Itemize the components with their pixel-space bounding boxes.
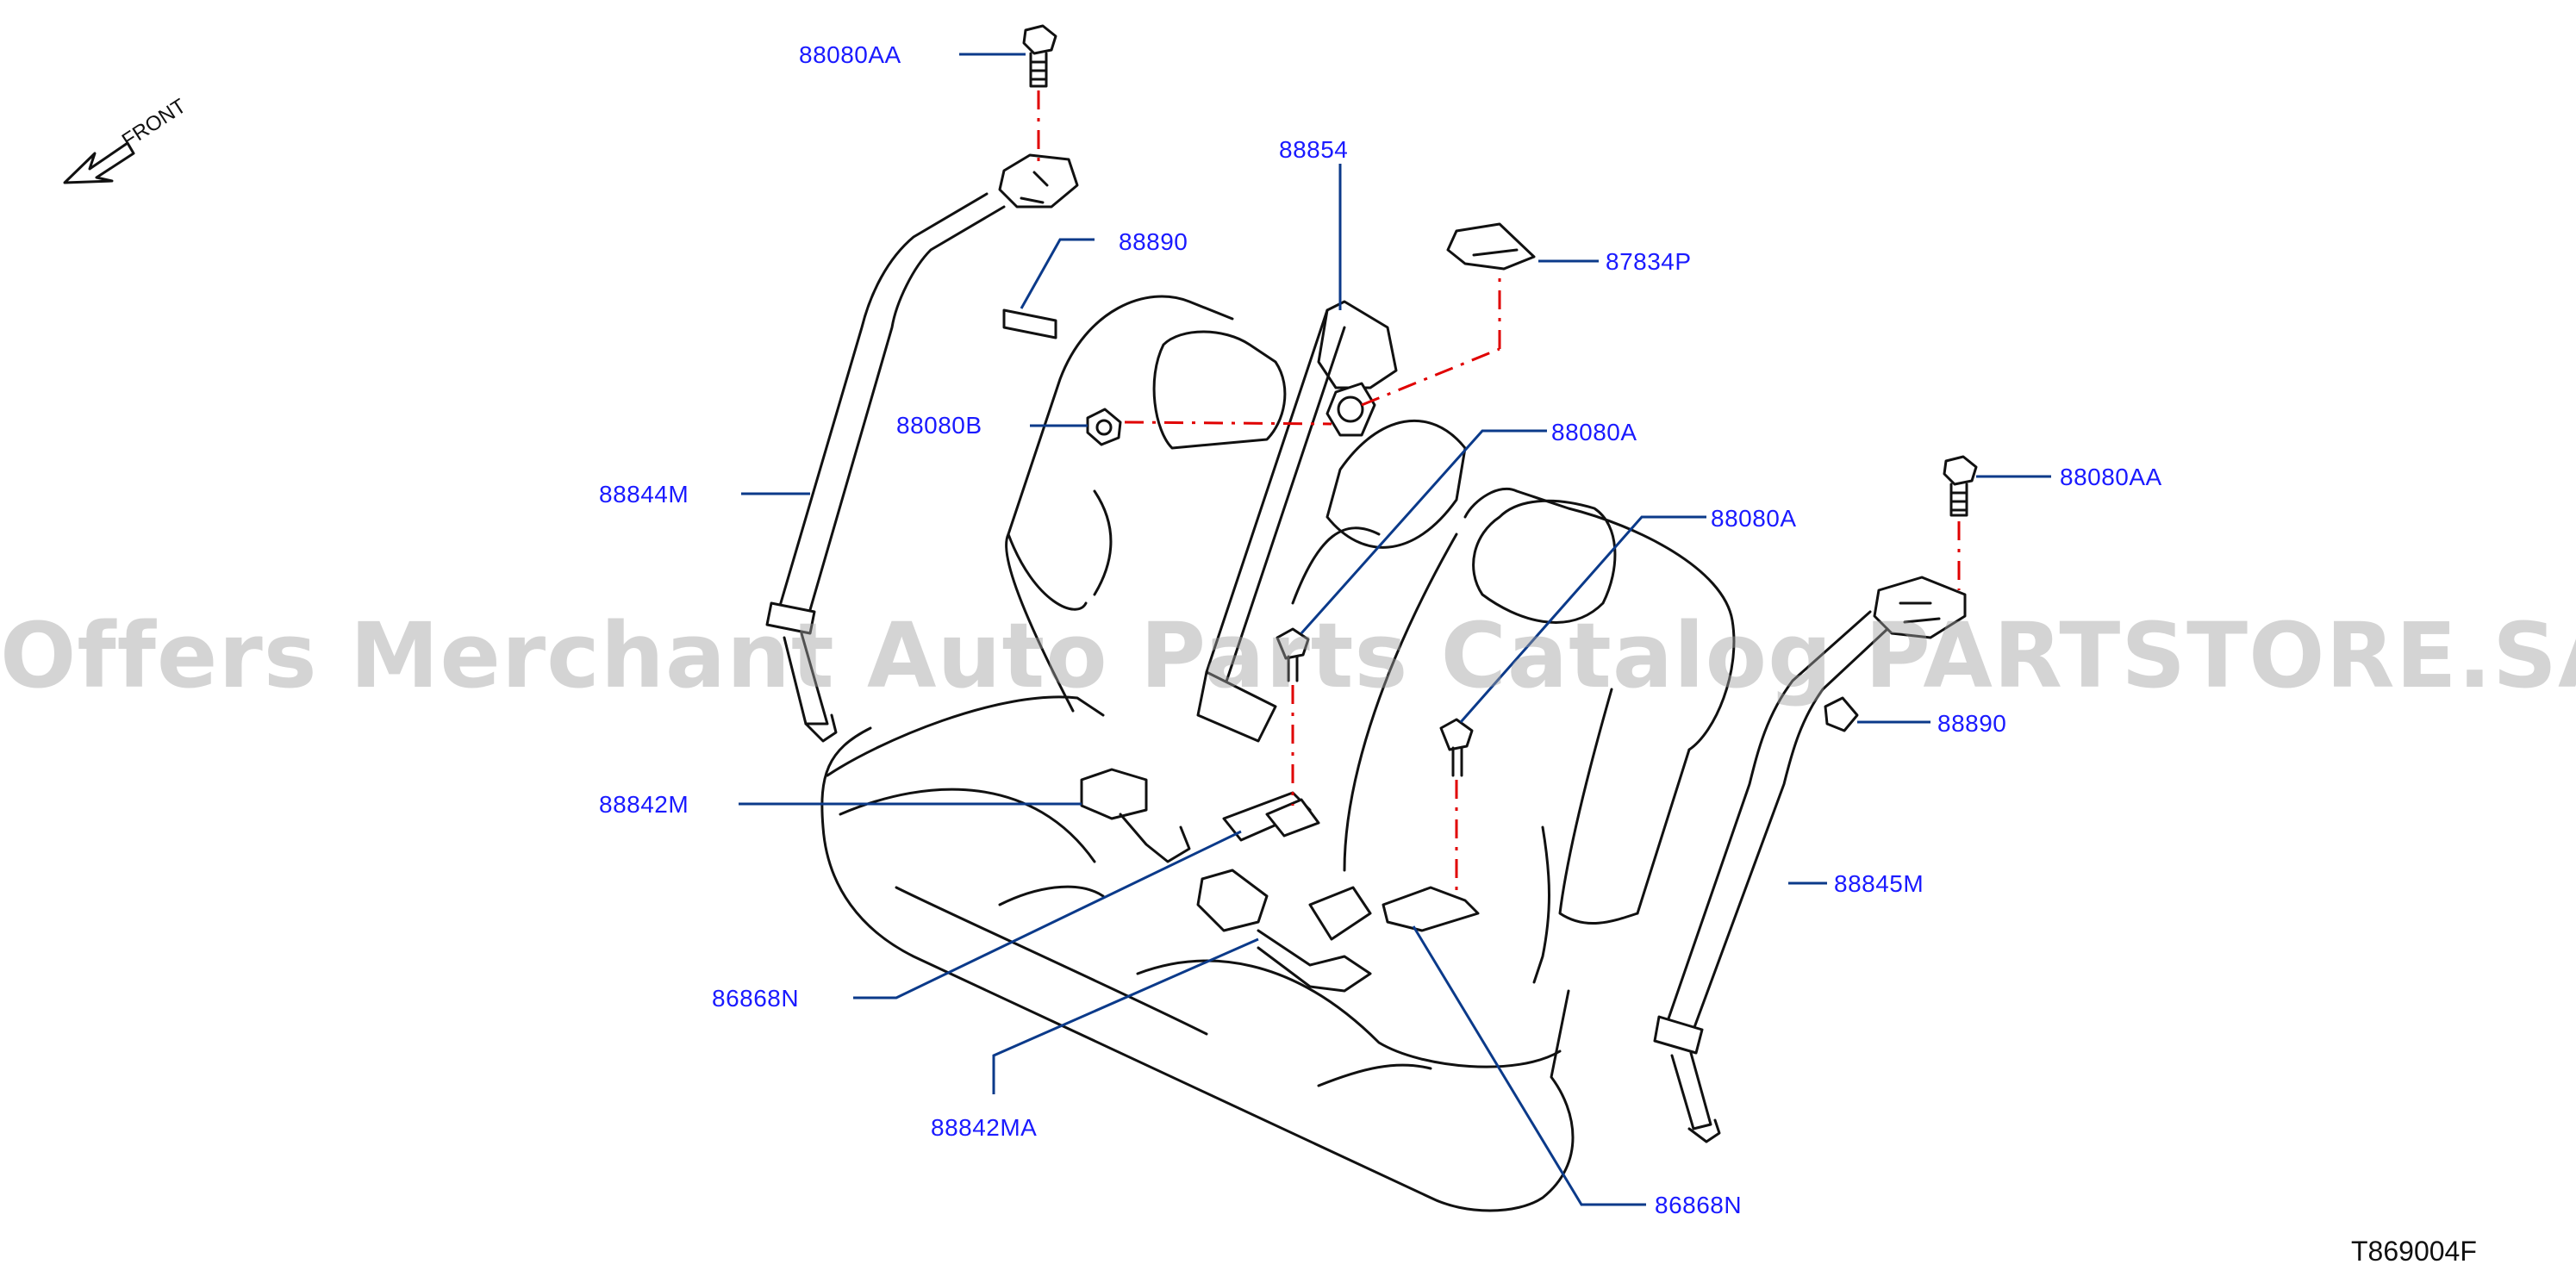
buckle-88842m <box>1080 768 1191 863</box>
assembly-centerlines <box>1037 90 1961 892</box>
label-88842m[interactable]: 88842M <box>599 791 689 818</box>
left-belt-assembly <box>765 153 1079 743</box>
watermark: Offers Merchant Auto Parts Catalog PARTS… <box>0 603 2576 708</box>
buckle-88842ma <box>1196 869 1372 993</box>
label-86868n-right[interactable]: 86868N <box>1655 1192 1743 1218</box>
center-retractor-88854 <box>1196 300 1398 743</box>
seatback-right <box>1463 487 1736 984</box>
bolt-88080a-right-icon <box>1439 718 1474 777</box>
label-88854[interactable]: 88854 <box>1279 136 1349 163</box>
bolt-88080aa-top-icon <box>1022 24 1057 88</box>
label-86868n-left[interactable]: 86868N <box>712 985 800 1012</box>
label-88080a-lower[interactable]: 88080A <box>1711 505 1797 532</box>
label-88890-left[interactable]: 88890 <box>1119 228 1188 255</box>
seatback-left <box>1005 295 1287 713</box>
anchor-86868n-right <box>1382 886 1480 932</box>
nut-88080b-icon <box>1086 408 1122 446</box>
label-88080a-upper[interactable]: 88080A <box>1551 419 1637 445</box>
cover-87834p <box>1446 222 1536 271</box>
clip-88890-right <box>1824 696 1859 732</box>
label-88080b[interactable]: 88080B <box>896 412 982 439</box>
label-88842ma[interactable]: 88842MA <box>931 1114 1038 1141</box>
label-88890-right[interactable]: 88890 <box>1937 710 2007 737</box>
seat-cushion <box>820 695 1575 1212</box>
clip-88890-left <box>1002 308 1057 339</box>
label-88845m[interactable]: 88845M <box>1834 870 1924 897</box>
figure-code: T869004F <box>2351 1236 2477 1267</box>
bolt-88080aa-right-icon <box>1943 455 1978 517</box>
front-arrow-icon <box>63 141 135 184</box>
anchor-86868n-left <box>1222 791 1320 842</box>
label-88080aa-top[interactable]: 88080AA <box>799 41 901 68</box>
label-88080aa-right[interactable]: 88080AA <box>2060 464 2162 490</box>
right-belt-assembly <box>1653 576 1967 1143</box>
bolt-88080a-center-icon <box>1276 627 1310 682</box>
seatback-center <box>1291 419 1467 872</box>
callout-leaders <box>739 53 2051 1206</box>
label-88844m[interactable]: 88844M <box>599 481 689 508</box>
label-87834p[interactable]: 87834P <box>1606 248 1692 275</box>
